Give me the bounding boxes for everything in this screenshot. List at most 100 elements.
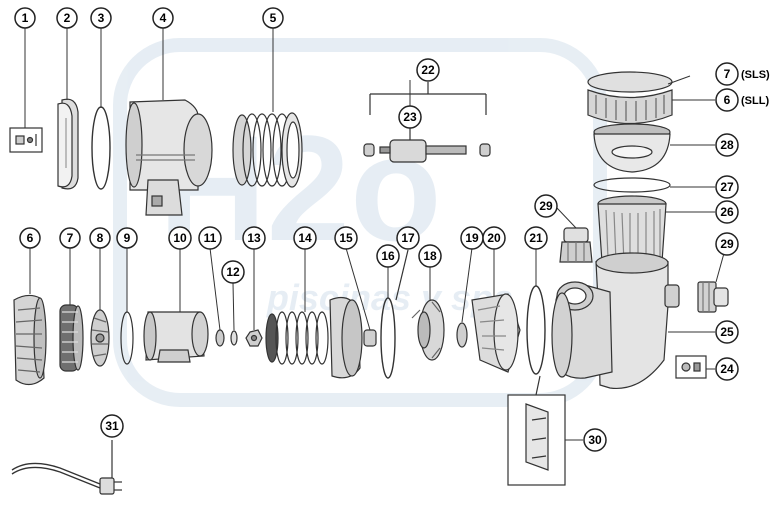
callout-7-label: 7 — [67, 231, 74, 245]
callout-12: 12 — [221, 260, 245, 284]
callout-3: 3 — [90, 7, 112, 29]
callout-17-label: 17 — [401, 231, 415, 245]
callout-26-label: 26 — [720, 205, 734, 219]
callout-12-label: 12 — [226, 265, 240, 279]
part-18-drawing — [411, 299, 445, 361]
part-6-left-drawing — [13, 294, 47, 386]
leader-lines — [24, 28, 727, 441]
callout-15: 15 — [334, 226, 358, 250]
part-12-drawing — [230, 330, 238, 346]
callout-17: 17 — [396, 226, 420, 250]
part-13-drawing — [245, 329, 263, 347]
callout-23-label: 23 — [403, 110, 417, 124]
callout-6: 6 — [19, 227, 41, 249]
part-callouts: 1 2 3 4 5 22 23 7 (SLS) 6 (SLL) 28 27 26… — [14, 7, 770, 452]
part-19-drawing — [456, 322, 468, 348]
callout-13: 13 — [242, 226, 266, 250]
part-27-drawing — [593, 177, 671, 193]
part-2-drawing — [57, 98, 79, 190]
callout-19: 19 — [460, 226, 484, 250]
part-7-6-lid-rings-drawing — [587, 71, 673, 125]
callout-8-label: 8 — [97, 231, 104, 245]
callout-24-label: 24 — [720, 362, 734, 376]
callout-7-sls: 7 (SLS) — [715, 62, 770, 86]
callout-24: 24 — [715, 357, 739, 381]
part-10-drawing — [143, 311, 209, 363]
callout-23: 23 — [398, 105, 422, 129]
part-8-drawing — [90, 309, 110, 367]
part-22-23-drawing — [363, 82, 491, 163]
part-4-drawing — [125, 99, 213, 216]
callout-25: 25 — [715, 320, 739, 344]
callout-11: 11 — [198, 226, 222, 250]
callout-16-label: 16 — [381, 249, 395, 263]
callout-14: 14 — [293, 226, 317, 250]
callout-22-label: 22 — [421, 63, 435, 77]
callout-20-label: 20 — [487, 231, 501, 245]
part-21-drawing — [526, 285, 546, 375]
callout-26: 26 — [715, 200, 739, 224]
callout-29-top: 29 — [534, 194, 558, 218]
callout-7: 7 — [59, 227, 81, 249]
callout-5: 5 — [262, 7, 284, 29]
variant-tag-sll: (SLL) — [741, 95, 769, 107]
callout-10-label: 10 — [173, 231, 187, 245]
callout-29-side: 29 — [715, 232, 739, 256]
callout-7-sls-label: 7 — [724, 67, 731, 81]
callout-30: 30 — [583, 428, 607, 452]
callout-22: 22 — [416, 58, 440, 82]
callout-6-label: 6 — [27, 231, 34, 245]
part-25-drawing — [551, 252, 680, 390]
part-20-drawing — [471, 293, 521, 373]
callout-9-label: 9 — [124, 231, 131, 245]
part-7-left-drawing — [59, 304, 84, 372]
callout-9: 9 — [116, 227, 138, 249]
callout-13-label: 13 — [247, 231, 261, 245]
callout-15-label: 15 — [339, 231, 353, 245]
watermark-tagline: piscinas y spa — [266, 277, 513, 318]
callout-21: 21 — [524, 226, 548, 250]
part-11-drawing — [215, 329, 225, 347]
callout-1-label: 1 — [22, 11, 29, 25]
callout-27-label: 27 — [720, 180, 734, 194]
callout-20: 20 — [482, 226, 506, 250]
part-29-side-drawing — [697, 281, 729, 313]
part-15-drawing — [363, 329, 377, 347]
callout-31-label: 31 — [105, 419, 119, 433]
callout-28-label: 28 — [720, 138, 734, 152]
variant-tag-sls: (SLS) — [741, 69, 770, 81]
callout-28: 28 — [715, 133, 739, 157]
callout-10: 10 — [168, 226, 192, 250]
callout-11-label: 11 — [204, 231, 217, 245]
callout-2-label: 2 — [64, 11, 71, 25]
callout-18-label: 18 — [423, 249, 437, 263]
callout-2: 2 — [56, 7, 78, 29]
callout-18: 18 — [418, 244, 442, 268]
part-17-drawing — [395, 249, 409, 301]
callout-5-label: 5 — [270, 11, 277, 25]
callout-1: 1 — [14, 7, 36, 29]
callout-6-sll: 6 (SLL) — [715, 88, 769, 112]
part-1-drawing — [9, 127, 43, 153]
callout-27: 27 — [715, 175, 739, 199]
part-24-drawing — [675, 355, 707, 379]
callout-19-label: 19 — [465, 231, 479, 245]
callout-6-sll-label: 6 — [724, 93, 731, 107]
part-14-drawing — [265, 297, 363, 379]
callout-29-side-label: 29 — [720, 237, 734, 251]
part-31-drawing — [11, 440, 122, 495]
part-30-drawing — [507, 375, 566, 486]
part-29-top-drawing — [559, 227, 593, 263]
callout-30-label: 30 — [588, 433, 602, 447]
callout-16: 16 — [376, 244, 400, 268]
part-28-drawing — [593, 123, 671, 173]
callout-3-label: 3 — [98, 11, 105, 25]
callout-4: 4 — [152, 7, 174, 29]
callout-21-label: 21 — [529, 231, 543, 245]
callout-29-top-label: 29 — [539, 199, 553, 213]
callout-8: 8 — [89, 227, 111, 249]
callout-4-label: 4 — [160, 11, 167, 25]
callout-14-label: 14 — [298, 231, 312, 245]
